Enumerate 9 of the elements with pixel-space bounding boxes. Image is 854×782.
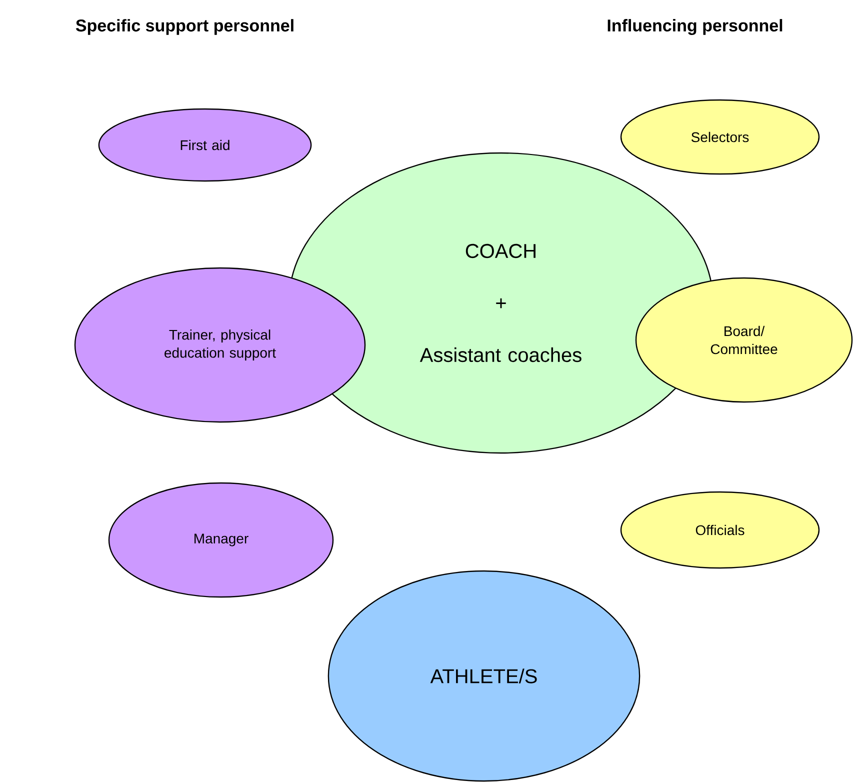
oval: Board/ Committee xyxy=(635,277,853,403)
oval: Officials xyxy=(620,491,820,569)
large-oval: ATHLETE/S xyxy=(328,570,640,782)
oval: Manager xyxy=(108,482,334,598)
heading: Specific support personnel xyxy=(76,19,294,35)
oval: Trainer, physical education support xyxy=(74,267,366,423)
oval: Selectors xyxy=(620,99,820,175)
oval: First aid xyxy=(98,108,312,182)
heading: Influencing personnel xyxy=(608,19,782,35)
